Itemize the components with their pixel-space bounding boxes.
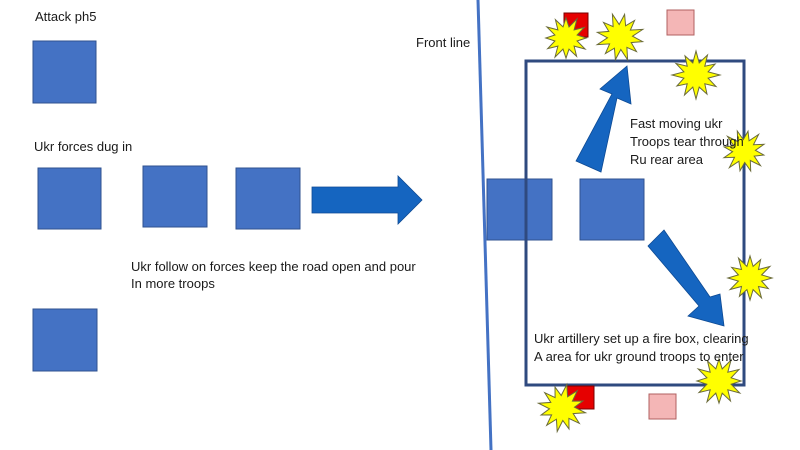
fast-moving-label-line-3: Ru rear area	[630, 152, 703, 167]
explosions-layer	[536, 12, 774, 434]
ru-unit-top-faded	[666, 9, 695, 36]
fire-box-label-line-1: Ukr artillery set up a fire box, clearin…	[534, 331, 749, 346]
explosion-icon	[695, 357, 743, 405]
follow-on-label-line-2: In more troops	[131, 276, 215, 291]
follow-on-label-line-1: Ukr follow on forces keep the road open …	[131, 259, 416, 274]
dug-in-label: Ukr forces dug in	[34, 139, 133, 154]
fast-moving-label-line-2: Troops tear through	[630, 134, 744, 149]
ukr-unit-dug-in-1	[37, 167, 102, 230]
explosion-icon	[544, 16, 588, 60]
front-line-label: Front line	[416, 35, 471, 50]
explosion-icon	[536, 382, 588, 434]
arrow-right-icon	[311, 175, 423, 225]
fire-box	[524, 59, 746, 387]
arrow-down-right-icon	[647, 229, 725, 327]
fire-box-label-line-2: A area for ukr ground troops to enter	[534, 349, 744, 364]
explosion-icon	[670, 49, 722, 101]
ukr-unit-breakthrough	[486, 178, 553, 241]
explosion-icon	[726, 254, 774, 302]
diagram-title: Attack ph5	[35, 9, 97, 24]
ukr-unit-forward	[579, 178, 645, 241]
ukr-unit-dug-in-3	[235, 167, 301, 230]
ru-unit-bottom-faded	[648, 393, 677, 420]
ukr-unit-reserve-bottom	[32, 308, 98, 372]
explosion-icon	[722, 129, 766, 173]
explosion-icon	[595, 12, 645, 62]
ukr-unit-reserve-top	[32, 40, 97, 104]
front-line	[476, 0, 493, 450]
arrow-up-right-icon	[575, 65, 632, 173]
ukr-unit-dug-in-2	[142, 165, 208, 228]
fast-moving-label-line-1: Fast moving ukr	[630, 116, 723, 131]
